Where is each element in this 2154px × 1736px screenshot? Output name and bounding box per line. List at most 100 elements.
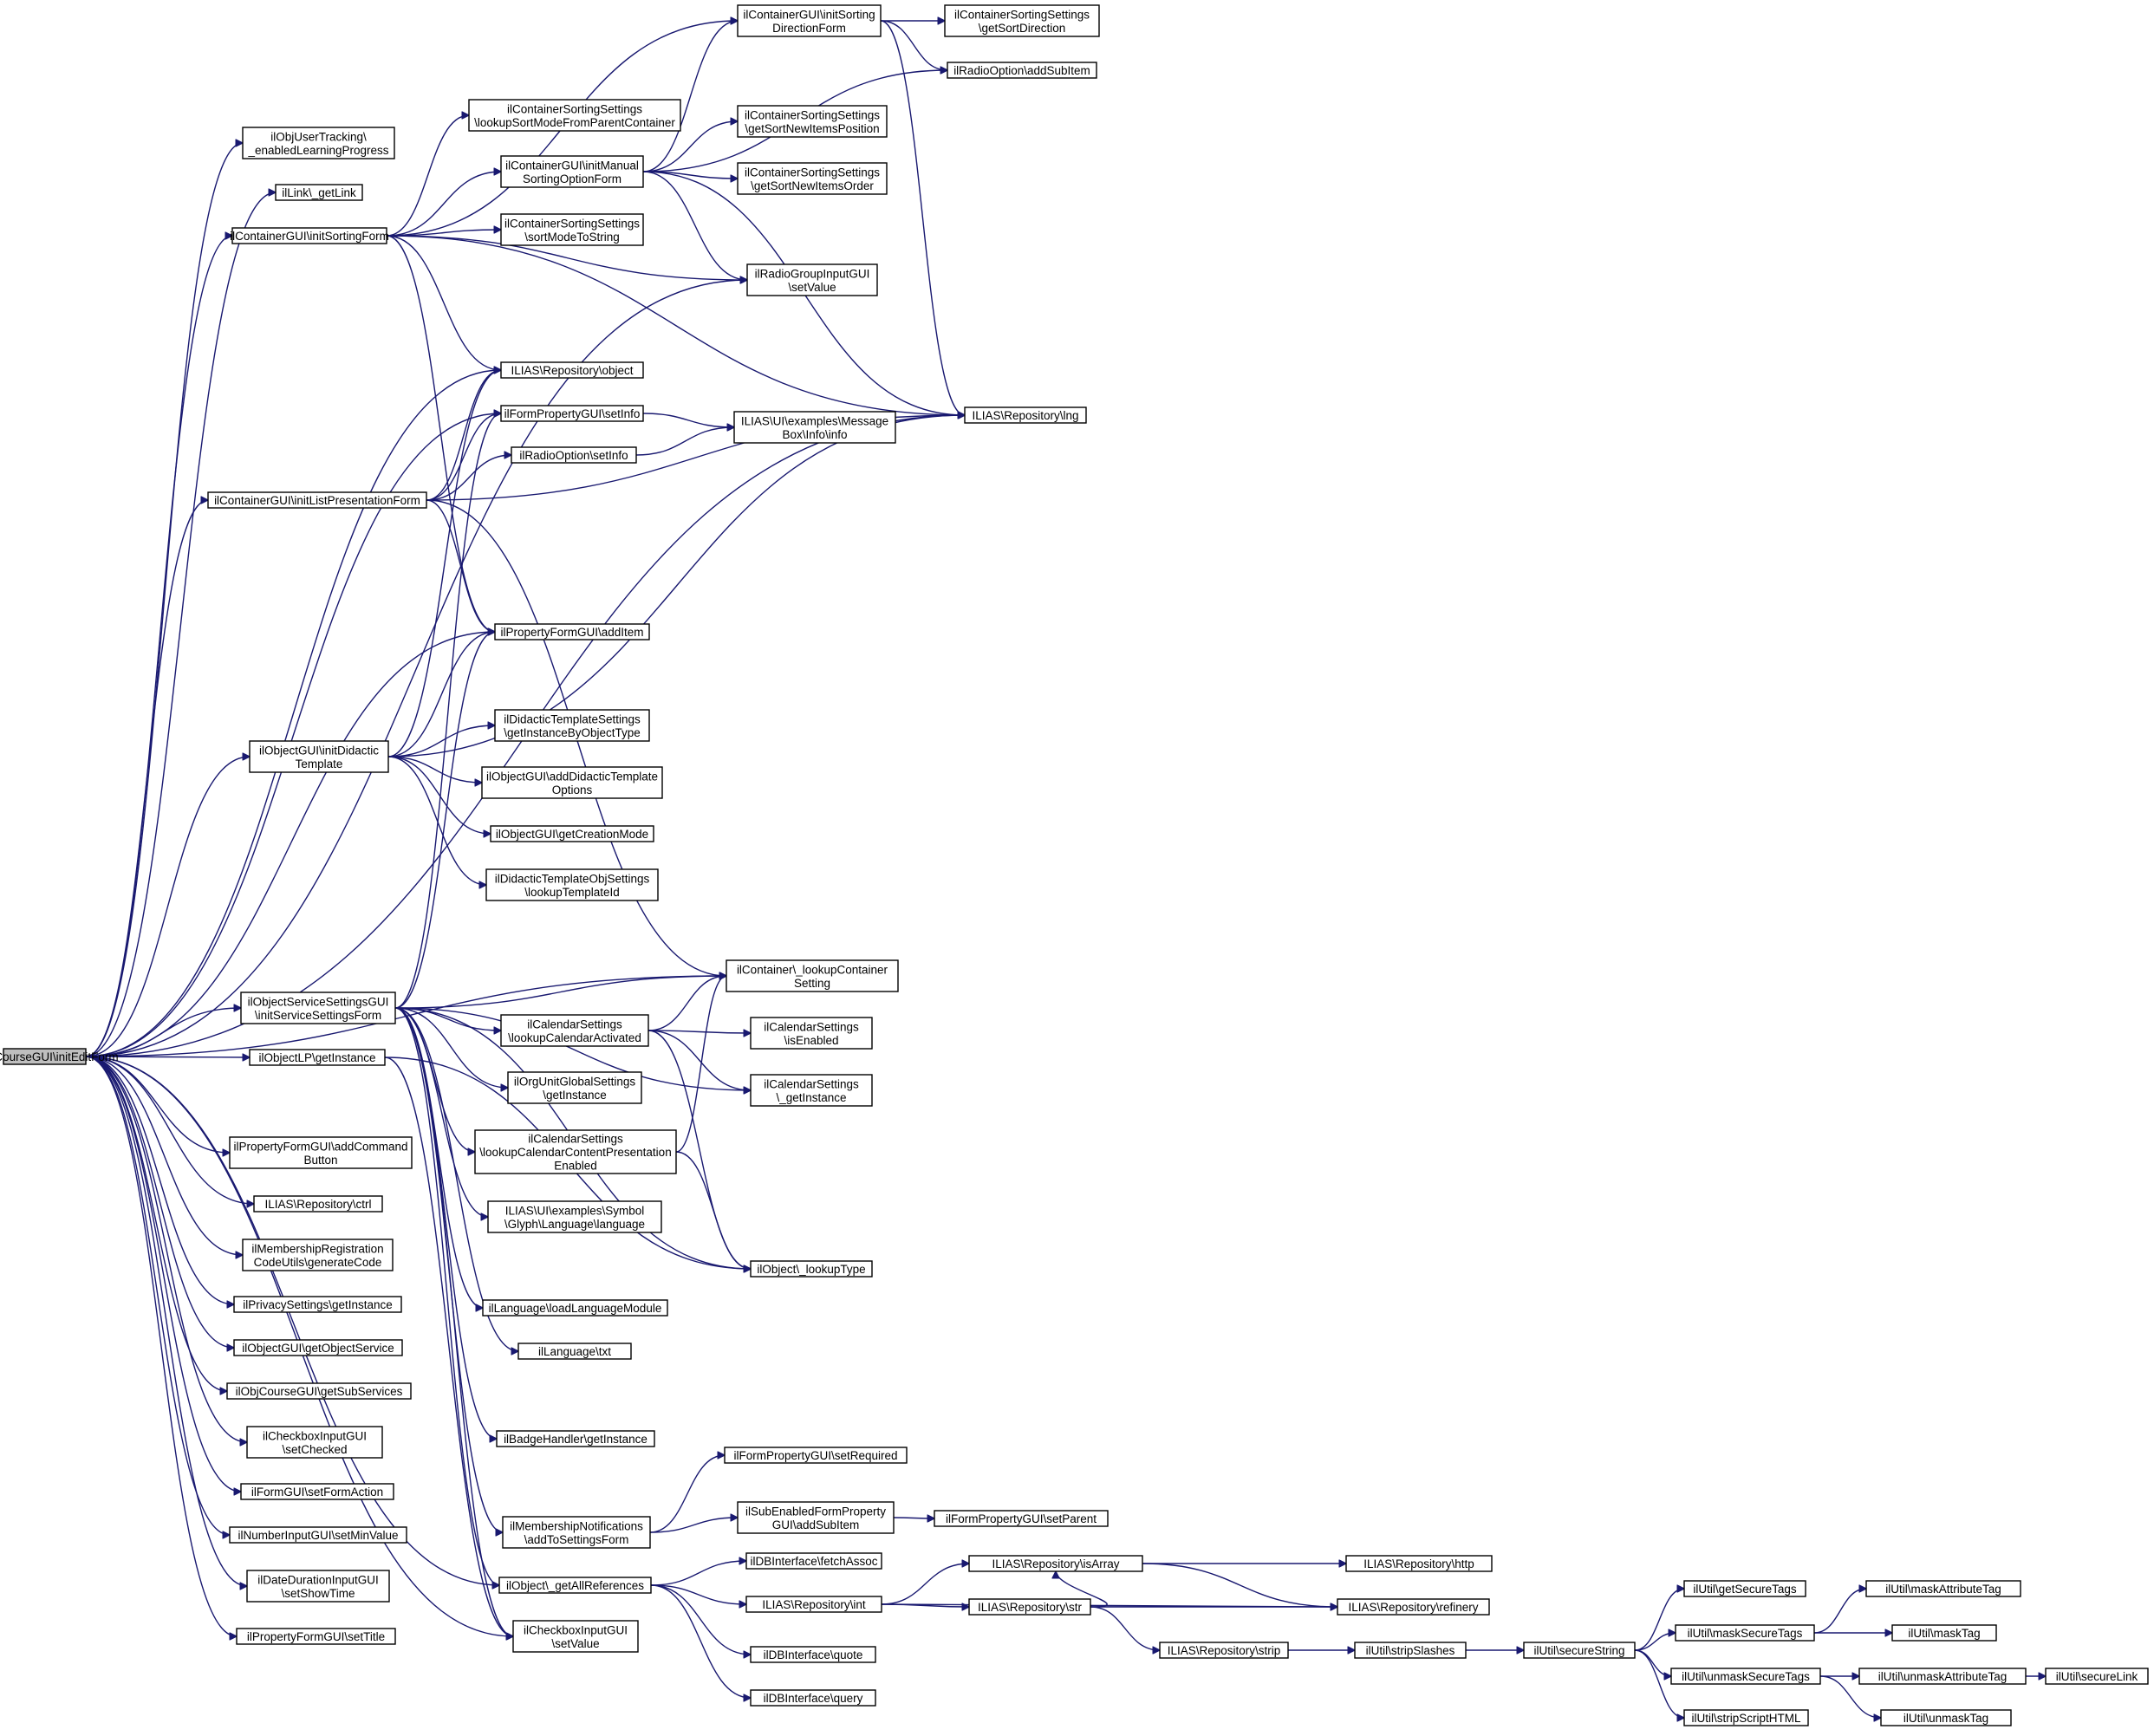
graph-node-link[interactable]: ilLink\_getLink xyxy=(275,184,363,201)
graph-node-initlist[interactable]: ilContainerGUI\initListPresentationForm xyxy=(207,491,427,509)
graph-node-reposobject[interactable]: ILIAS\Repository\object xyxy=(500,361,644,379)
edge-initdidactic-to-getcreation xyxy=(387,756,491,834)
graph-node-getsubservices[interactable]: ilObjCourseGUI\getSubServices xyxy=(226,1382,412,1400)
edge-initsorting-to-reposobject xyxy=(386,235,501,370)
graph-node-fetchassoc[interactable]: ilDBInterface\fetchAssoc xyxy=(745,1552,882,1570)
node-label: Box\Info\info xyxy=(782,428,847,441)
edge-reposstr-to-reposstrip xyxy=(1090,1606,1160,1650)
node-label: Options xyxy=(552,783,593,796)
graph-node-getallrefs[interactable]: ilObject\_getAllReferences xyxy=(498,1577,652,1594)
graph-node-membreg[interactable]: ilMembershipRegistrationCodeUtils\genera… xyxy=(242,1239,394,1271)
graph-node-quote[interactable]: ilDBInterface\quote xyxy=(750,1646,876,1663)
graph-node-http[interactable]: ILIAS\Repository\http xyxy=(1345,1555,1493,1572)
graph-node-reposstrip[interactable]: ILIAS\Repository\strip xyxy=(1159,1642,1289,1659)
graph-node-unmasktag[interactable]: ilUtil\unmaskTag xyxy=(1880,1709,2012,1726)
node-box xyxy=(246,1570,390,1603)
graph-node-setchecked[interactable]: ilCheckboxInputGUI\setChecked xyxy=(246,1426,383,1459)
node-box xyxy=(236,1628,396,1645)
graph-node-refinery[interactable]: ILIAS\Repository\refinery xyxy=(1337,1598,1490,1616)
node-label: ilObjectGUI\getCreationMode xyxy=(496,828,648,841)
graph-node-initsorting[interactable]: ilContainerGUI\initSortingForm xyxy=(230,227,389,244)
graph-node-calinstance[interactable]: ilCalendarSettings\_getInstance xyxy=(750,1074,873,1107)
graph-node-stripslashes[interactable]: ilUtil\stripSlashes xyxy=(1354,1642,1467,1659)
graph-node-ctrl[interactable]: ILIAS\Repository\ctrl xyxy=(253,1195,383,1213)
graph-node-initservice[interactable]: ilObjectServiceSettingsGUI\initServiceSe… xyxy=(240,992,396,1024)
node-label: ilUtil\maskTag xyxy=(1908,1627,1980,1640)
edge-calcontent-to-lookupcontainer xyxy=(675,976,726,1153)
graph-node-orgunit[interactable]: ilOrgUnitGlobalSettings\getInstance xyxy=(507,1071,642,1104)
graph-node-getobjservice[interactable]: ilObjectGUI\getObjectService xyxy=(233,1339,403,1356)
node-label: \setValue xyxy=(788,281,836,294)
edge-initdidactic-to-adddidopt xyxy=(387,756,482,783)
graph-node-reposstr[interactable]: ILIAS\Repository\str xyxy=(968,1598,1091,1616)
graph-edge xyxy=(394,1007,499,1585)
graph-node-sortmode[interactable]: ilContainerSortingSettings\sortModeToStr… xyxy=(500,213,644,246)
graph-node-setparent[interactable]: ilFormPropertyGUI\setParent xyxy=(934,1510,1109,1527)
graph-node-radiogroupset[interactable]: ilRadioGroupInputGUI\setValue xyxy=(746,263,878,296)
graph-node-masksecure[interactable]: ilUtil\maskSecureTags xyxy=(1675,1624,1815,1642)
node-label: \getSortNewItemsOrder xyxy=(751,179,874,192)
graph-node-setformaction[interactable]: ilFormGUI\setFormAction xyxy=(240,1483,394,1500)
graph-node-glyphlang[interactable]: ILIAS\UI\examples\Symbol\Glyph\Language\… xyxy=(487,1200,662,1233)
edge-initsorting-to-initmanual xyxy=(386,172,501,237)
graph-node-settitle[interactable]: ilPropertyFormGUI\setTitle xyxy=(236,1628,396,1645)
graph-node-lookupsortparent[interactable]: ilContainerSortingSettings\lookupSortMod… xyxy=(468,99,681,132)
node-label: ilFormPropertyGUI\setParent xyxy=(946,1512,1097,1525)
graph-node-additem[interactable]: ilPropertyFormGUI\addItem xyxy=(494,623,650,640)
graph-node-formsetinfo[interactable]: ilFormPropertyGUI\setInfo xyxy=(500,405,644,422)
graph-node-badge[interactable]: ilBadgeHandler\getInstance xyxy=(496,1430,655,1447)
graph-edge xyxy=(426,413,501,501)
graph-node-securestring[interactable]: ilUtil\secureString xyxy=(1523,1642,1636,1659)
graph-node-unmasksecure[interactable]: ilUtil\unmaskSecureTags xyxy=(1670,1668,1821,1685)
edge-root-to-formsetinfo xyxy=(85,413,501,1057)
graph-node-lng[interactable]: ILIAS\Repository\lng xyxy=(964,406,1087,424)
graph-node-didgetinst[interactable]: ilDidacticTemplateSettings\getInstanceBy… xyxy=(494,709,650,742)
graph-node-query[interactable]: ilDBInterface\query xyxy=(750,1689,876,1707)
edge-initservice-to-cbsetvalue xyxy=(394,1007,513,1636)
node-label: ilUtil\unmaskAttributeTag xyxy=(1878,1670,2008,1683)
graph-node-setminvalue[interactable]: ilNumberInputGUI\setMinValue xyxy=(229,1526,407,1544)
graph-node-objlp[interactable]: ilObjectLP\getInstance xyxy=(249,1049,386,1066)
graph-node-setshowtime[interactable]: ilDateDurationInputGUI\setShowTime xyxy=(246,1570,390,1603)
graph-node-membnotif[interactable]: ilMembershipNotifications\addToSettingsF… xyxy=(502,1516,651,1549)
graph-node-cbsetvalue[interactable]: ilCheckboxInputGUI\setValue xyxy=(512,1620,639,1653)
graph-node-getsecuretags[interactable]: ilUtil\getSecureTags xyxy=(1683,1580,1806,1597)
graph-node-radioaddsub[interactable]: ilRadioOption\addSubItem xyxy=(947,62,1097,79)
graph-node-objuser[interactable]: ilObjUserTracking\_enabledLearningProgre… xyxy=(242,127,395,159)
graph-node-reposint[interactable]: ILIAS\Repository\int xyxy=(745,1596,882,1613)
graph-node-didlookup[interactable]: ilDidacticTemplateObjSettings\lookupTemp… xyxy=(485,868,659,901)
graph-node-lookuptype[interactable]: ilObject\_lookupType xyxy=(750,1260,873,1278)
graph-node-calcontent[interactable]: ilCalendarSettings\lookupCalendarContent… xyxy=(474,1129,677,1174)
graph-node-loadlang[interactable]: ilLanguage\loadLanguageModule xyxy=(482,1299,668,1317)
node-label: ilUtil\maskAttributeTag xyxy=(1885,1583,2001,1596)
graph-node-stripscript[interactable]: ilUtil\stripScriptHTML xyxy=(1683,1709,1809,1726)
node-label: ilPropertyFormGUI\setTitle xyxy=(247,1630,385,1643)
graph-node-getsortdir[interactable]: ilContainerSortingSettings\getSortDirect… xyxy=(944,4,1100,37)
graph-node-isarray[interactable]: ILIAS\Repository\isArray xyxy=(968,1555,1143,1572)
graph-node-unmaskattr[interactable]: ilUtil\unmaskAttributeTag xyxy=(1858,1668,2027,1685)
graph-node-maskattr[interactable]: ilUtil\maskAttributeTag xyxy=(1865,1580,2021,1597)
graph-node-privacy[interactable]: ilPrivacySettings\getInstance xyxy=(233,1296,402,1313)
graph-node-securelink[interactable]: ilUtil\secureLink xyxy=(2045,1668,2149,1685)
graph-node-radiosetinfo[interactable]: ilRadioOption\setInfo xyxy=(511,446,637,464)
graph-node-masktag[interactable]: ilUtil\maskTag xyxy=(1891,1624,1997,1642)
graph-node-calactivated[interactable]: ilCalendarSettings\lookupCalendarActivat… xyxy=(500,1014,649,1047)
graph-node-getnewpos[interactable]: ilContainerSortingSettings\getSortNewIte… xyxy=(737,105,888,138)
node-box xyxy=(500,405,644,422)
graph-node-setrequired[interactable]: ilFormPropertyGUI\setRequired xyxy=(724,1447,908,1464)
graph-node-root[interactable]: ilObjCourseGUI\initEditForm xyxy=(0,1048,119,1065)
graph-node-langtxt[interactable]: ilLanguage\txt xyxy=(517,1343,632,1360)
node-label: \getInstanceByObjectType xyxy=(504,726,641,739)
node-label: ilRadioGroupInputGUI xyxy=(755,267,870,280)
graph-node-getcreation[interactable]: ilObjectGUI\getCreationMode xyxy=(490,825,654,842)
graph-node-initmanual[interactable]: ilContainerGUI\initManualSortingOptionFo… xyxy=(500,155,644,188)
graph-node-getneworder[interactable]: ilContainerSortingSettings\getSortNewIte… xyxy=(737,162,888,195)
graph-node-calisenabled[interactable]: ilCalendarSettings\isEnabled xyxy=(750,1017,873,1050)
